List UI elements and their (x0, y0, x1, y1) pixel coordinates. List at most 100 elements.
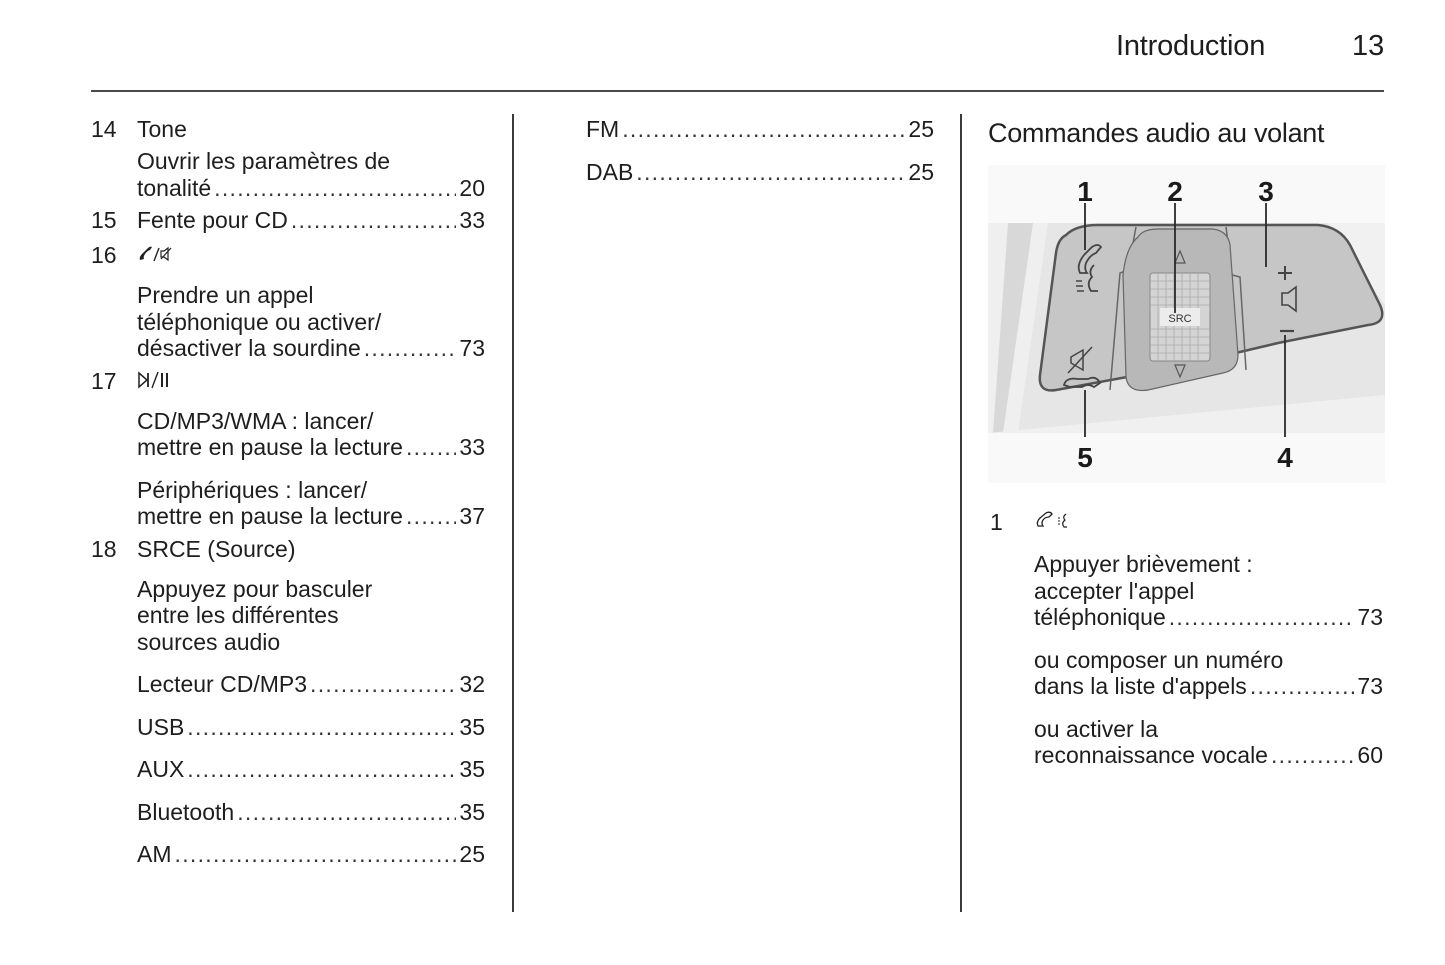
voice-recognition-icon (1087, 264, 1098, 292)
toc-line: mettre en pause la lecture 33 (137, 434, 485, 461)
source-entry: AUX 35 (137, 756, 485, 783)
entry-line: CD/MP3/WMA : lancer/ (137, 407, 374, 434)
page-ref-link[interactable]: 37 (459, 503, 485, 529)
dot-leader (1250, 673, 1355, 700)
toc-line: dans la liste d'appels 73 (1034, 673, 1383, 700)
dot-leader (237, 799, 456, 826)
dot-leader (406, 434, 456, 461)
dot-leader (406, 503, 456, 530)
item-title-rest: (Source) (200, 535, 296, 562)
description-line: sources audio (137, 628, 281, 655)
item-1-header: 1 (988, 507, 1383, 537)
item-title: Tone (137, 116, 187, 142)
entry-line: Appuyer brièvement : (1034, 551, 1253, 577)
page-ref-link[interactable]: 35 (459, 756, 485, 782)
source-entry: Lecteur CD/MP3 32 (137, 671, 485, 698)
toc-line: Fente pour CD 33 (137, 207, 485, 234)
item-14-header: 14 Tone (91, 114, 485, 144)
toc-line: reconnaissance vocale 60 (1034, 742, 1383, 769)
callout-3: 3 (1258, 176, 1274, 207)
header-rule (91, 90, 1384, 92)
page-ref-link[interactable]: 32 (459, 671, 485, 697)
dot-leader (1169, 604, 1355, 631)
source-entry: DAB 25 (586, 159, 934, 186)
phone-icon (139, 246, 172, 262)
entry-line: ou activer la (1034, 715, 1159, 742)
entry-text: téléphonique (1034, 604, 1166, 630)
page-ref-link[interactable]: 25 (908, 116, 934, 142)
item-title: SRCE (Source) (137, 536, 296, 563)
entry-line: téléphonique ou activer/ (137, 308, 382, 335)
item-title-bold: SRCE (137, 535, 201, 562)
phone-icon (1036, 511, 1053, 527)
source-entry: AM 25 (137, 841, 485, 868)
toc-line: FM 25 (586, 116, 934, 143)
page-ref-link[interactable]: 20 (459, 174, 485, 201)
page-ref-link[interactable]: 73 (459, 335, 485, 361)
page-ref-link[interactable]: 33 (459, 207, 485, 233)
page-ref-link[interactable]: 25 (459, 841, 485, 867)
voice-recognition-icon (1058, 513, 1067, 528)
mute-hangup-button[interactable] (1062, 346, 1102, 389)
entry-line: Prendre un appel (137, 282, 314, 308)
steering-wheel-controls-figure: SRC (988, 165, 1385, 483)
section-title: Commandes audio au volant (988, 118, 1325, 148)
phone-icon (1077, 244, 1103, 274)
dot-leader (636, 159, 905, 186)
page-ref-link[interactable]: 73 (1357, 604, 1383, 630)
page-ref-link[interactable]: 73 (1357, 673, 1383, 699)
speaker-icon (1281, 285, 1297, 313)
column-divider-right (960, 114, 962, 912)
toc-line: mettre en pause la lecture 37 (137, 503, 485, 530)
toc-line: désactiver la sourdine 73 (137, 335, 485, 362)
page-ref-link[interactable]: 60 (1357, 742, 1383, 768)
page-ref-link[interactable]: 25 (908, 158, 934, 185)
right-column: Commandes audio au volant (988, 114, 1385, 785)
item-15-header: 15 Fente pour CD 33 (91, 205, 485, 235)
item-17-entry-cd: CD/MP3/WMA : lancer/ mettre en pause la … (137, 408, 485, 461)
phone-voice-glyph (1034, 510, 1078, 540)
entry-text: Bluetooth (137, 798, 235, 825)
item-number: 1 (990, 509, 1003, 535)
description-line: Appuyez pour basculer (137, 575, 373, 602)
left-column: 14 Tone Ouvrir les paramètres de tonalit… (91, 114, 485, 884)
dot-leader (310, 671, 456, 698)
callout-2: 2 (1167, 176, 1183, 207)
entry-text: Fente pour CD (137, 207, 288, 233)
down-arrow-icon (1174, 364, 1186, 379)
middle-column: FM 25 DAB 25 (586, 116, 934, 201)
source-entry: FM 25 (586, 116, 934, 143)
entry-text: USB (137, 713, 185, 740)
entry-text: tonalité (137, 174, 212, 201)
toc-line: Bluetooth 35 (137, 799, 485, 826)
entry-text: dans la liste d'appels (1034, 673, 1247, 699)
phone-mute-glyph (137, 243, 177, 273)
item-1-entry-accept: Appuyer brièvement : accepter l'appel té… (1034, 551, 1383, 631)
entry-line: Périphériques : lancer/ (137, 476, 368, 503)
entry-text: mettre en pause la lecture (137, 434, 403, 460)
entry-text: Lecteur CD/MP3 (137, 671, 308, 697)
dot-leader (1271, 742, 1354, 769)
entry-line: accepter l'appel (1034, 577, 1195, 604)
dot-leader (622, 116, 905, 143)
item-16-entry: Prendre un appel téléphonique ou activer… (137, 282, 485, 362)
entry-line: ou composer un numéro (1034, 646, 1284, 673)
play-pause-icon (137, 369, 177, 399)
page-ref-link[interactable]: 35 (459, 798, 485, 825)
dot-leader (214, 175, 456, 202)
steering-wheel-illustration: SRC (988, 165, 1385, 483)
page-ref-link[interactable]: 33 (459, 434, 485, 460)
volume-up-button[interactable] (1278, 266, 1292, 280)
item-number: 14 (91, 116, 117, 142)
item-16-header: 16 (91, 240, 485, 270)
dot-leader (364, 335, 457, 362)
toc-line: tonalité 20 (137, 175, 485, 202)
toc-line: AM 25 (137, 841, 485, 868)
toc-line: USB 35 (137, 714, 485, 741)
item-number: 18 (91, 535, 117, 562)
phone-voice-button[interactable] (1076, 244, 1103, 292)
page-ref-link[interactable]: 35 (459, 713, 485, 740)
entry-text: mettre en pause la lecture (137, 503, 403, 529)
item-number: 16 (91, 242, 117, 268)
column-divider-left (512, 114, 514, 912)
